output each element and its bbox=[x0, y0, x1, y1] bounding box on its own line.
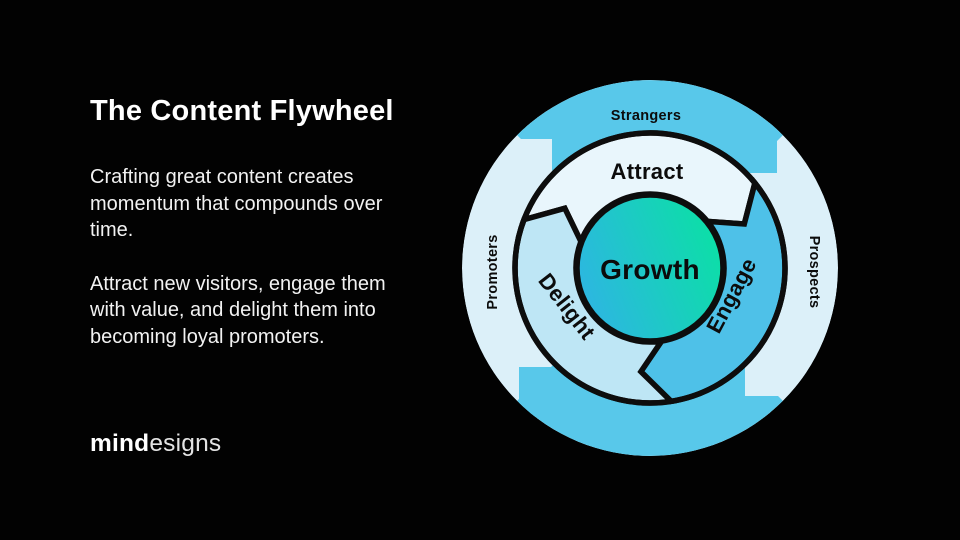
brand-logo-bold: mind bbox=[90, 430, 150, 457]
flywheel-diagram: Strangers Prospects Customers Promoters … bbox=[440, 58, 860, 478]
body-text: Crafting great content creates momentum … bbox=[90, 164, 426, 350]
text-column: The Content Flywheel Crafting great cont… bbox=[90, 95, 426, 350]
flywheel-svg: Strangers Prospects Customers Promoters … bbox=[462, 80, 838, 456]
brand-logo: mindesigns bbox=[90, 430, 221, 458]
growth-hub-label: Growth bbox=[600, 254, 700, 285]
body-paragraph-2: Attract new visitors, engage them with v… bbox=[90, 272, 386, 348]
growth-hub-circle bbox=[574, 192, 726, 344]
audience-label-promoters: Promoters bbox=[485, 234, 501, 309]
page-title: The Content Flywheel bbox=[90, 95, 394, 127]
stage-ring-outline bbox=[512, 130, 788, 406]
stage-label-attract: Attract bbox=[611, 159, 684, 184]
ring-notch-bottom-left bbox=[519, 367, 569, 417]
audience-label-strangers: Strangers bbox=[611, 108, 681, 124]
body-paragraph-1: Crafting great content creates momentum … bbox=[90, 166, 383, 242]
audience-label-prospects: Prospects bbox=[806, 236, 822, 309]
brand-logo-light: esigns bbox=[149, 430, 222, 457]
